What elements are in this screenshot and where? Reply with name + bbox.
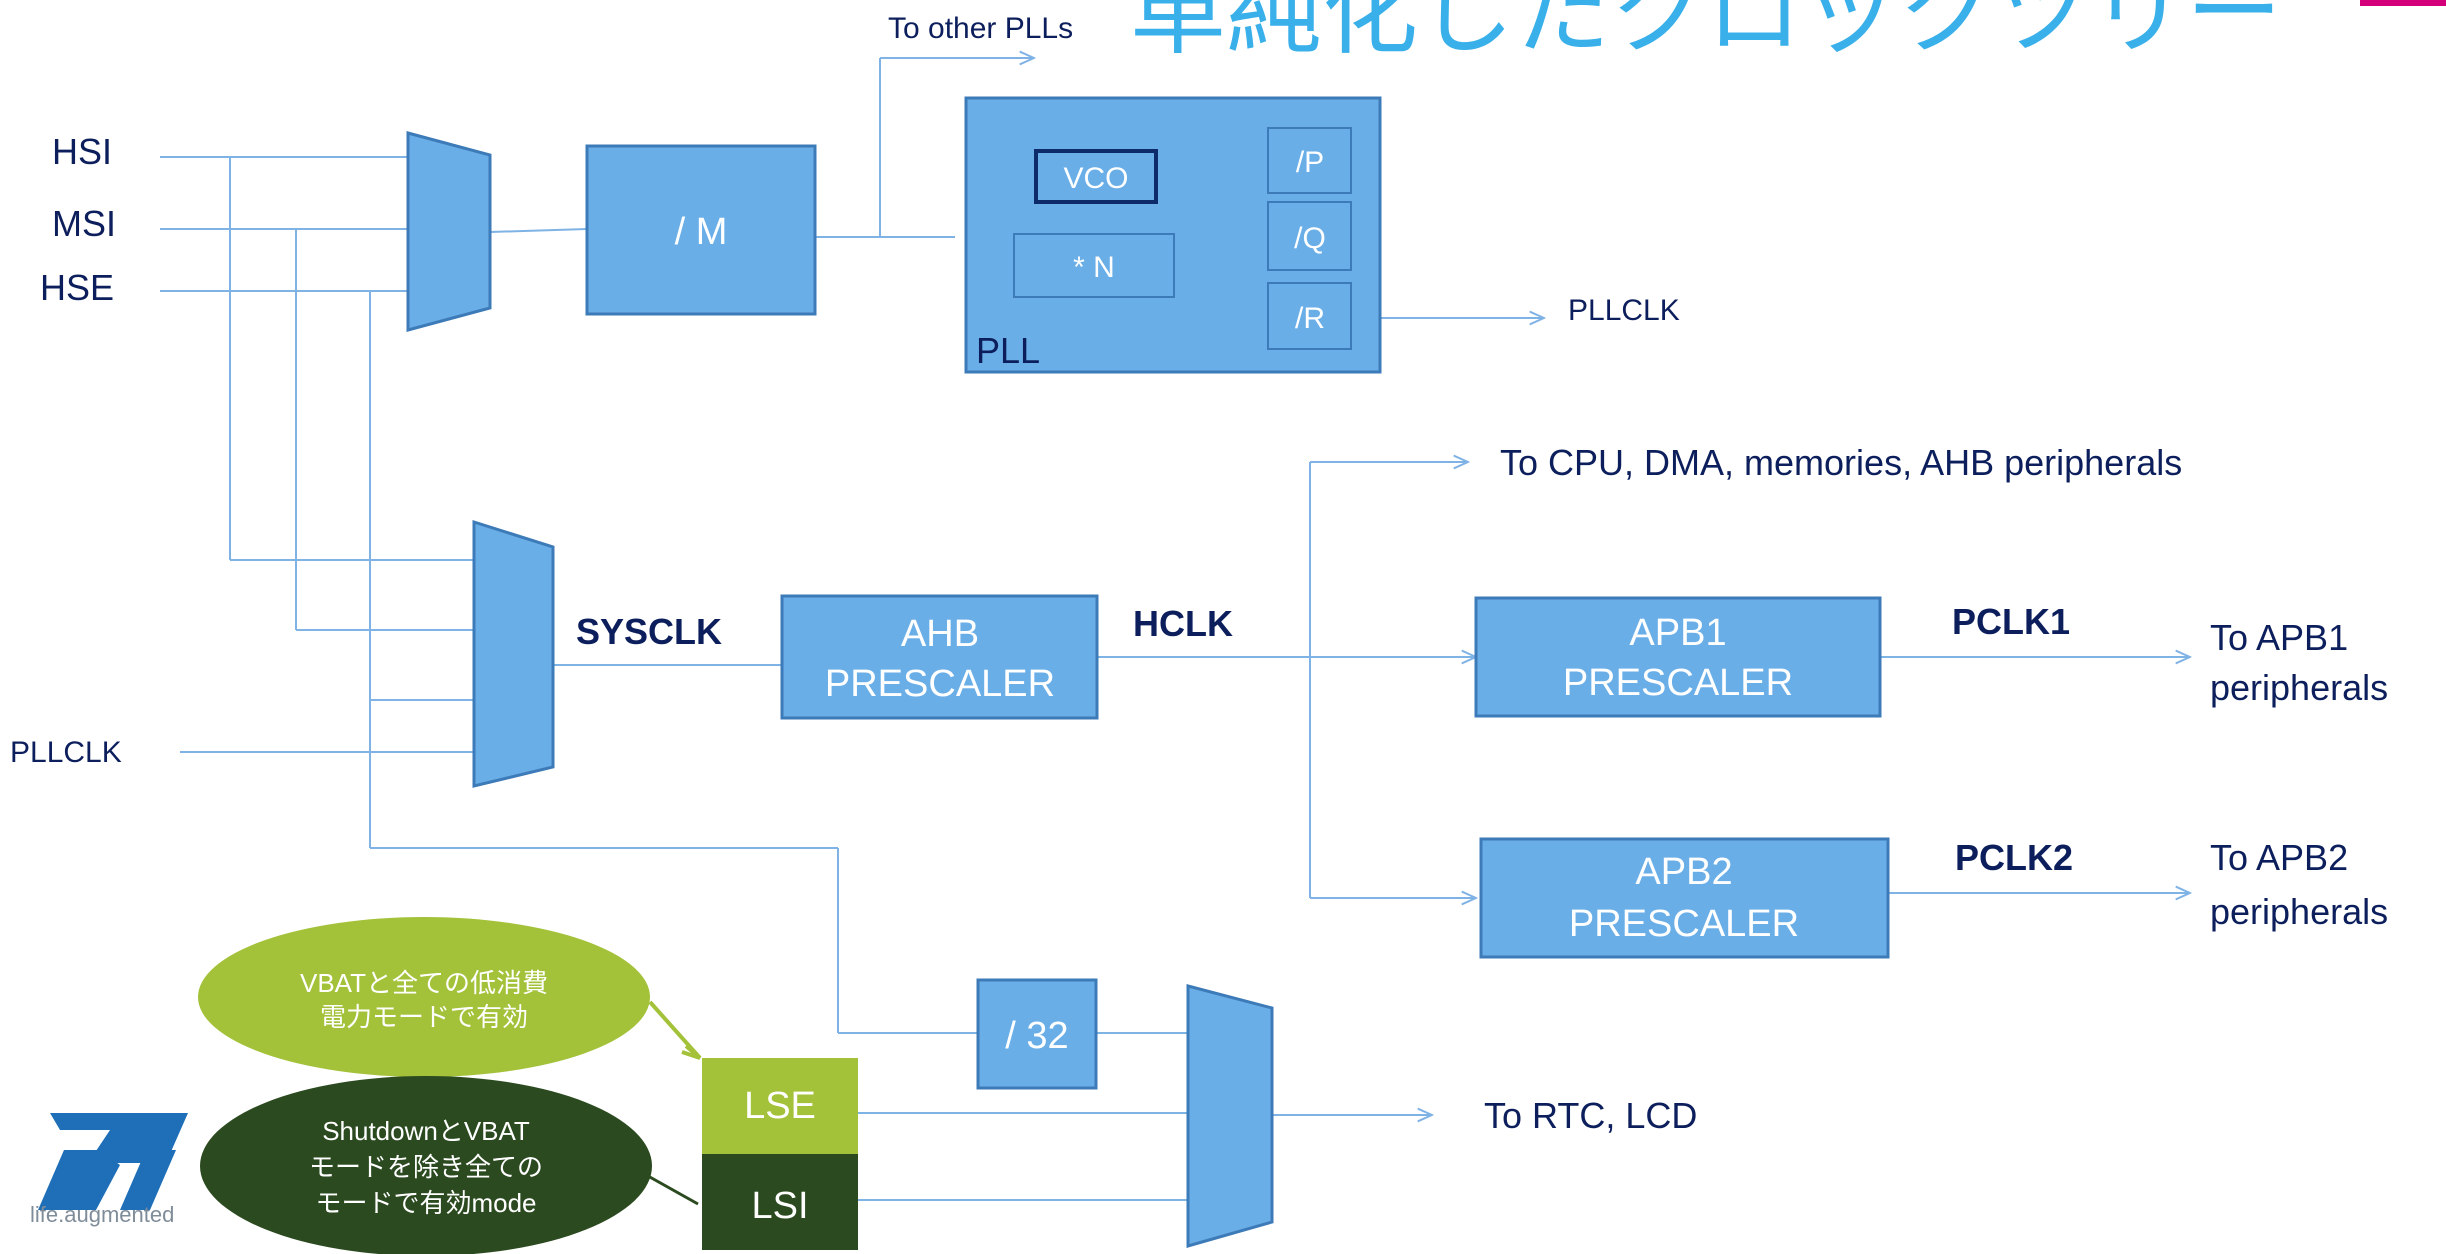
apb2-prescaler-block (1479, 837, 1890, 959)
mult-n-label: * N (1073, 251, 1115, 284)
lse-label: LSE (744, 1085, 816, 1127)
apb1-label-line1: APB1 (1629, 612, 1726, 654)
ahb-prescaler-block (780, 594, 1099, 720)
div-r-label: /R (1295, 302, 1325, 335)
signal-pclk1: PCLK1 (1952, 601, 2070, 642)
signal-hclk: HCLK (1133, 603, 1233, 644)
input-hse: HSE (40, 267, 114, 308)
output-to-rtc: To RTC, LCD (1484, 1095, 1697, 1136)
lse-note-line1: VBATと全ての低消費 (300, 968, 548, 998)
title-accent-mark (2360, 0, 2446, 6)
lse-block (702, 1058, 858, 1154)
output-apb1-line1: To APB1 (2210, 617, 2348, 658)
lsi-label: LSI (751, 1185, 808, 1227)
lsi-note-line2: モードを除き全ての (309, 1152, 543, 1182)
div-p-block (1267, 127, 1352, 194)
output-pllclk: PLLCLK (1568, 294, 1680, 327)
source-mux (406, 131, 492, 332)
lsi-note-bubble: ShutdownとVBAT モードを除き全ての モードで有効mode (200, 1076, 699, 1254)
input-msi: MSI (52, 203, 116, 244)
apb1-prescaler-block (1474, 596, 1882, 718)
vco-label: VCO (1063, 162, 1128, 195)
output-to-cpu: To CPU, DMA, memories, AHB peripherals (1500, 442, 2182, 483)
mult-n-block (1013, 233, 1175, 298)
lsi-note-line3: モードで有効mode (315, 1188, 536, 1218)
div-p-label: /P (1296, 146, 1324, 179)
div-r-block (1267, 282, 1352, 350)
rtc-mux (1186, 984, 1274, 1248)
ahb-label-line2: PRESCALER (825, 663, 1055, 705)
apb2-label-line2: PRESCALER (1569, 903, 1799, 945)
div-q-block (1267, 201, 1352, 271)
sysclk-mux (472, 519, 555, 788)
page-title: 単純化したクロックツリー (1130, 0, 2282, 66)
apb2-label-line1: APB2 (1635, 851, 1732, 893)
divider-m-label: / M (675, 211, 728, 253)
lse-note-bubble: VBATと全ての低消費 電力モードで有効 (198, 917, 702, 1077)
input-hsi: HSI (52, 131, 112, 172)
apb1-label-line2: PRESCALER (1563, 662, 1793, 704)
lse-note-line2: 電力モードで有効 (320, 1002, 528, 1032)
divider-m-block (585, 144, 817, 316)
div-q-label: /Q (1294, 222, 1326, 255)
ahb-label-line1: AHB (901, 613, 979, 655)
pll-label: PLL (976, 330, 1040, 371)
output-apb2-line1: To APB2 (2210, 837, 2348, 878)
lsi-block (702, 1154, 858, 1250)
input-pllclk: PLLCLK (10, 736, 122, 769)
output-to-other-plls: To other PLLs (888, 12, 1073, 45)
st-logo: life.augmented (30, 1113, 188, 1227)
vco-block (1034, 149, 1158, 204)
output-apb1-line2: peripherals (2210, 667, 2388, 708)
signal-sysclk: SYSCLK (576, 611, 722, 652)
output-apb2-line2: peripherals (2210, 891, 2388, 932)
lsi-note-line1: ShutdownとVBAT (322, 1116, 530, 1146)
signal-pclk2: PCLK2 (1955, 837, 2073, 878)
logo-tagline: life.augmented (30, 1202, 174, 1227)
div32-label: / 32 (1005, 1015, 1068, 1057)
div32-block (976, 978, 1098, 1090)
